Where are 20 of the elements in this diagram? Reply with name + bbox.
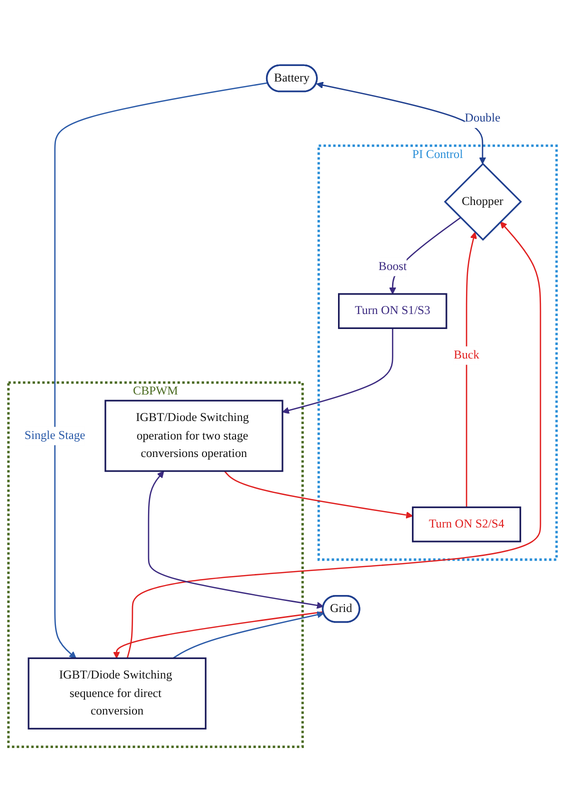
arrow	[224, 470, 414, 519]
arrow	[126, 221, 542, 658]
arrow	[466, 232, 477, 508]
node-box	[28, 657, 206, 730]
cluster	[7, 381, 304, 748]
arrow	[148, 471, 324, 609]
arrow	[54, 82, 268, 659]
edge-label: Boost	[378, 260, 407, 274]
node-box	[104, 400, 284, 472]
cluster	[318, 144, 558, 561]
node-diamond	[444, 162, 522, 241]
arrow	[172, 611, 324, 659]
arrow	[282, 328, 394, 414]
edge-label: Double	[464, 112, 500, 125]
node-box	[412, 506, 522, 542]
arrow	[316, 82, 486, 164]
arrow	[112, 611, 324, 659]
edge-label: Buck	[454, 348, 480, 362]
edge-label: Single Stage	[24, 429, 86, 442]
node-box	[338, 293, 448, 329]
